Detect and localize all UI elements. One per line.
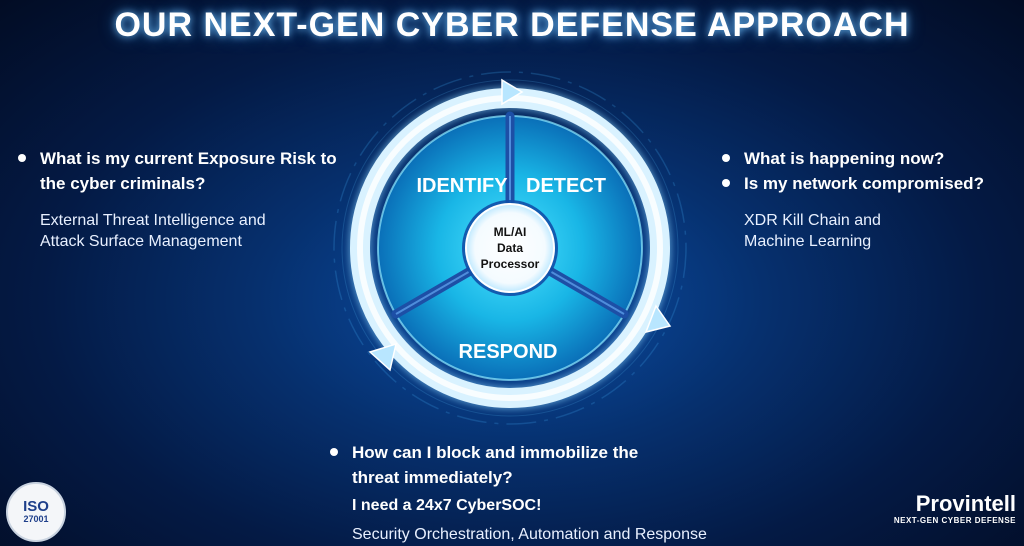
segment-detect-label: DETECT [526, 175, 606, 197]
iso-badge-number: 27001 [23, 514, 49, 524]
respond-question-line2: threat immediately? [352, 468, 513, 487]
center-label-line1: ML/AI [494, 225, 527, 239]
iso-badge-label: ISO [23, 498, 49, 515]
identify-question: What is my current Exposure Risk to the … [18, 146, 358, 196]
brand-tagline: NEXT-GEN CYBER DEFENSE [893, 516, 1016, 525]
cycle-diagram: IDENTIFY DETECT RESPOND ML/AI Data Proce… [333, 71, 687, 425]
arrowhead-right-icon [644, 304, 672, 334]
respond-description: Security Orchestration, Automation and R… [352, 526, 707, 543]
bottom-text-block: How can I block and immobilize the threa… [330, 440, 790, 545]
arrowhead-top-icon [501, 78, 524, 106]
iso-certification-badge: ISO 27001 [6, 482, 66, 542]
detect-question-1: What is happening now? [722, 146, 1022, 171]
left-text-block: What is my current Exposure Risk to the … [18, 146, 358, 252]
detect-description-line1: XDR Kill Chain and [744, 212, 881, 229]
center-label-line3: Processor [481, 257, 540, 271]
detect-question-2: Is my network compromised? [722, 171, 1022, 196]
brand-logo: Provintell NEXT-GEN CYBER DEFENSE [893, 491, 1016, 526]
segment-respond-label: RESPOND [459, 341, 558, 363]
center-label-line2: Data [497, 241, 523, 255]
respond-question-line1: How can I block and immobilize the [352, 443, 639, 462]
identify-description: External Threat Intelligence and Attack … [18, 210, 358, 252]
identify-description-line1: External Threat Intelligence and [40, 212, 266, 229]
center-hub [465, 203, 555, 293]
segment-identify-label: IDENTIFY [416, 175, 508, 197]
detect-description: XDR Kill Chain and Machine Learning [722, 210, 1022, 252]
background-rings [333, 71, 687, 425]
respond-question: How can I block and immobilize the threa… [330, 440, 790, 490]
cybersoc-callout: I need a 24x7 CyberSOC! [352, 497, 542, 514]
arrowhead-left-icon [368, 342, 398, 372]
page-title: OUR NEXT-GEN CYBER DEFENSE APPROACH [114, 6, 910, 44]
right-text-block: What is happening now? Is my network com… [722, 146, 1022, 252]
detect-description-line2: Machine Learning [744, 233, 872, 250]
identify-description-line2: Attack Surface Management [40, 233, 242, 250]
brand-name: Provintell [915, 491, 1016, 516]
